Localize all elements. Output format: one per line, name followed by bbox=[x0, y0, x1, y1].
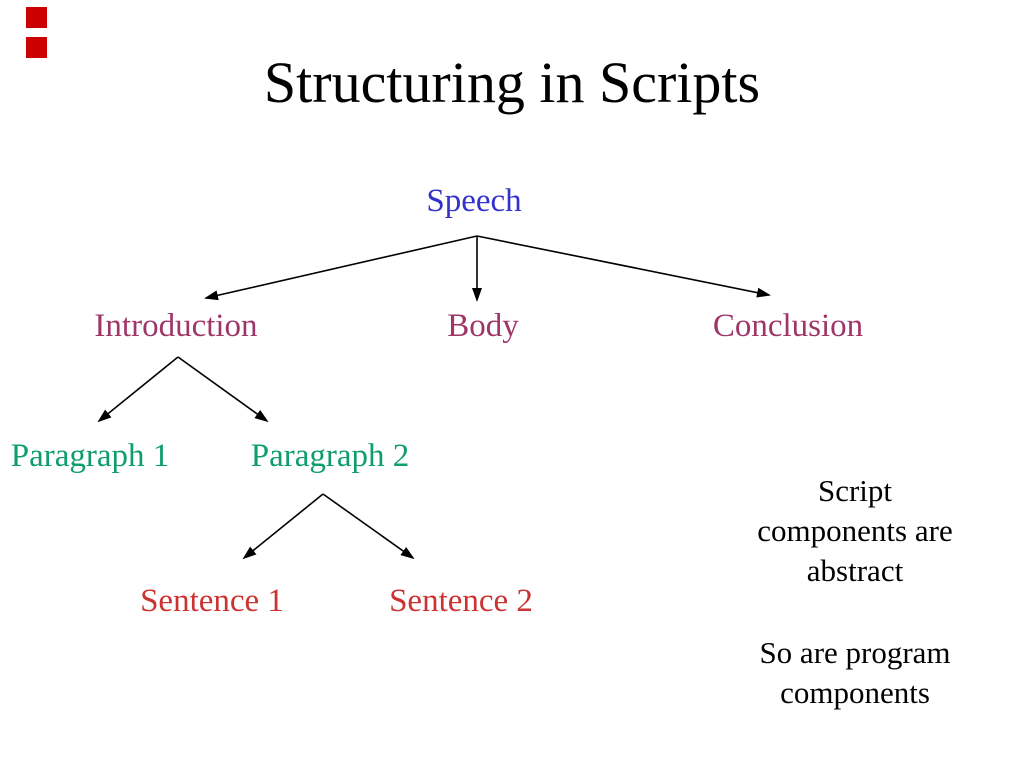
node-sentence-2: Sentence 2 bbox=[389, 583, 533, 619]
arrow-introduction-to-paragraph-2 bbox=[177, 356, 269, 423]
arrow-paragraph-2-to-sentence-1 bbox=[242, 493, 324, 560]
arrow-speech-to-conclusion bbox=[476, 235, 771, 298]
node-speech: Speech bbox=[426, 183, 522, 219]
node-conclusion: Conclusion bbox=[712, 308, 864, 344]
note-program-components: So are program components bbox=[695, 633, 1015, 713]
red-square-decoration-top bbox=[26, 7, 47, 28]
node-paragraph-1: Paragraph 1 bbox=[10, 438, 170, 474]
note-script-components: Script components are abstract bbox=[695, 471, 1015, 591]
red-square-decoration-bottom bbox=[26, 37, 47, 58]
node-paragraph-2: Paragraph 2 bbox=[250, 438, 410, 474]
node-introduction: Introduction bbox=[94, 308, 258, 344]
note-line: So are program bbox=[759, 635, 951, 670]
arrow-speech-to-introduction bbox=[204, 235, 478, 301]
node-body: Body bbox=[447, 308, 519, 344]
note-line: abstract bbox=[806, 553, 904, 588]
arrow-paragraph-2-to-sentence-2 bbox=[322, 493, 415, 560]
node-sentence-1: Sentence 1 bbox=[140, 583, 284, 619]
slide-title: Structuring in Scripts bbox=[263, 50, 761, 115]
connector-group bbox=[97, 235, 771, 560]
note-line: components bbox=[780, 675, 930, 710]
note-line: Script bbox=[817, 473, 893, 508]
note-line: components are bbox=[757, 513, 953, 548]
arrow-introduction-to-paragraph-1 bbox=[97, 356, 179, 423]
